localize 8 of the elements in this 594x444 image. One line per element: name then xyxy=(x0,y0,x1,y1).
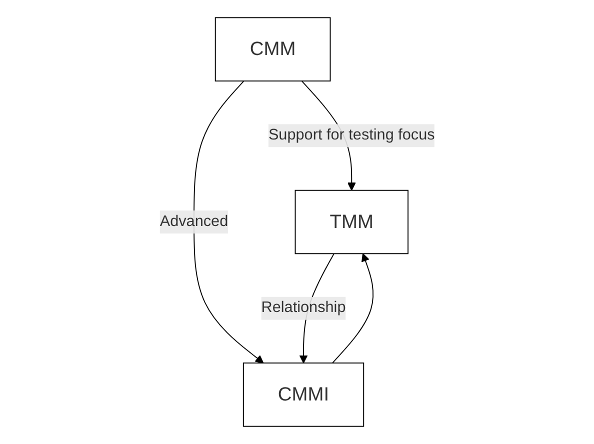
edge-label: Support for testing focus xyxy=(268,127,434,144)
edge-label: Relationship xyxy=(260,300,346,316)
edge-label: Advanced xyxy=(160,213,228,230)
node-box: CMM xyxy=(214,17,330,82)
arrow xyxy=(332,253,374,364)
node-box: TMM xyxy=(294,190,408,254)
arrow xyxy=(193,80,264,364)
node-box: CMMI xyxy=(242,362,364,427)
